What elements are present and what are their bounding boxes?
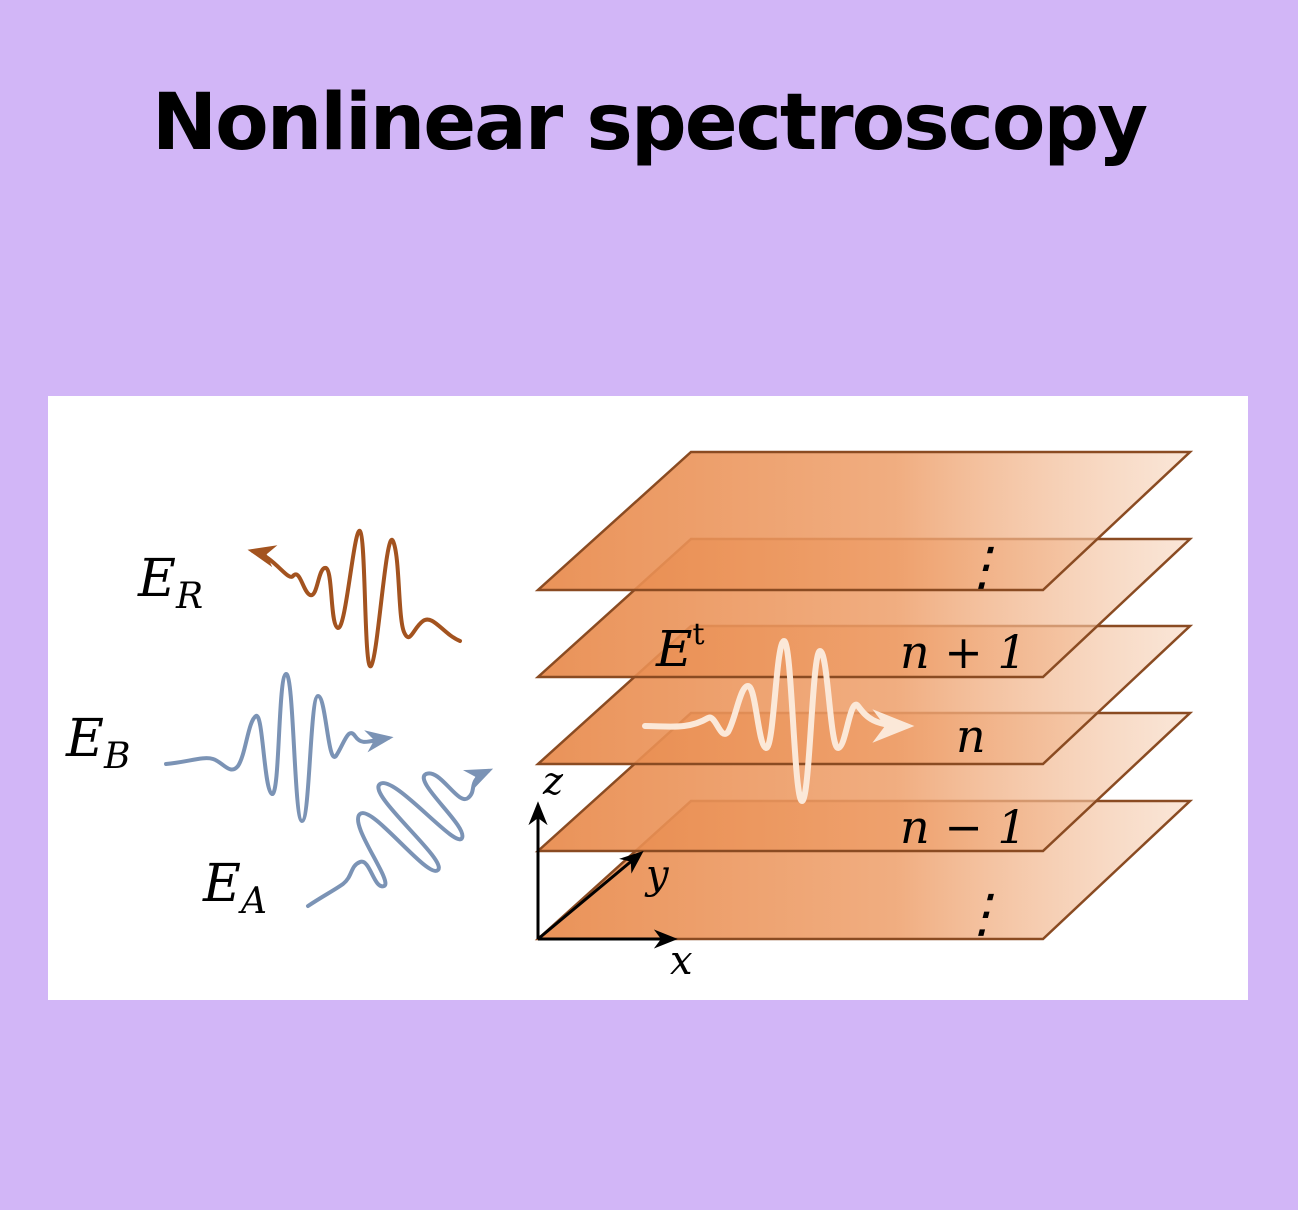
label-axis-x: x bbox=[670, 938, 693, 984]
label-dots-bottom: ⋮ bbox=[956, 884, 1008, 944]
reflected-pulse bbox=[247, 528, 462, 669]
label-layer-n-plus-1: n + 1 bbox=[900, 625, 1027, 679]
label-axis-z: z bbox=[542, 759, 564, 803]
axes bbox=[528, 801, 678, 949]
label-e-b: EB bbox=[65, 709, 130, 777]
plane-stack bbox=[534, 450, 1194, 941]
diagram-panel: ER EB EA Et ⋮ n + 1 n n − 1 ⋮ z y x bbox=[48, 396, 1248, 1000]
incident-pulse-b bbox=[164, 671, 394, 823]
label-layer-n: n bbox=[956, 709, 986, 763]
label-axis-y: y bbox=[644, 852, 670, 898]
label-dots-top: ⋮ bbox=[956, 537, 1008, 597]
diagram-canvas: ER EB EA Et ⋮ n + 1 n n − 1 ⋮ z y x bbox=[65, 450, 1194, 984]
axis-y-arrow bbox=[537, 850, 644, 941]
label-e-r: ER bbox=[137, 549, 203, 617]
label-e-a: EA bbox=[202, 854, 267, 922]
transmitted-pulse bbox=[642, 638, 915, 804]
label-e-t: Et bbox=[655, 617, 705, 678]
page-title: Nonlinear spectroscopy bbox=[151, 78, 1148, 168]
incident-pulse-a bbox=[306, 768, 494, 908]
label-layer-n-minus-1: n − 1 bbox=[900, 800, 1027, 854]
plane-top bbox=[534, 450, 1194, 592]
